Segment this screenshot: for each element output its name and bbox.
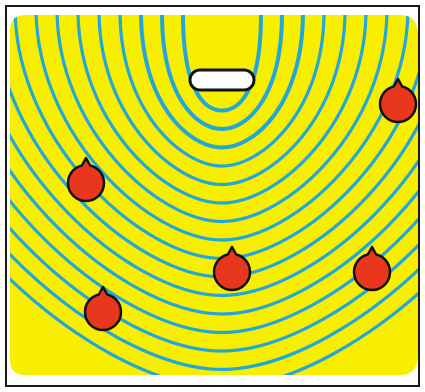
blob-body <box>68 165 104 201</box>
blob-body <box>354 254 390 290</box>
blob-body <box>380 86 416 122</box>
blob-body <box>214 254 250 290</box>
blob-body <box>85 294 121 330</box>
slot-opening <box>190 70 254 90</box>
